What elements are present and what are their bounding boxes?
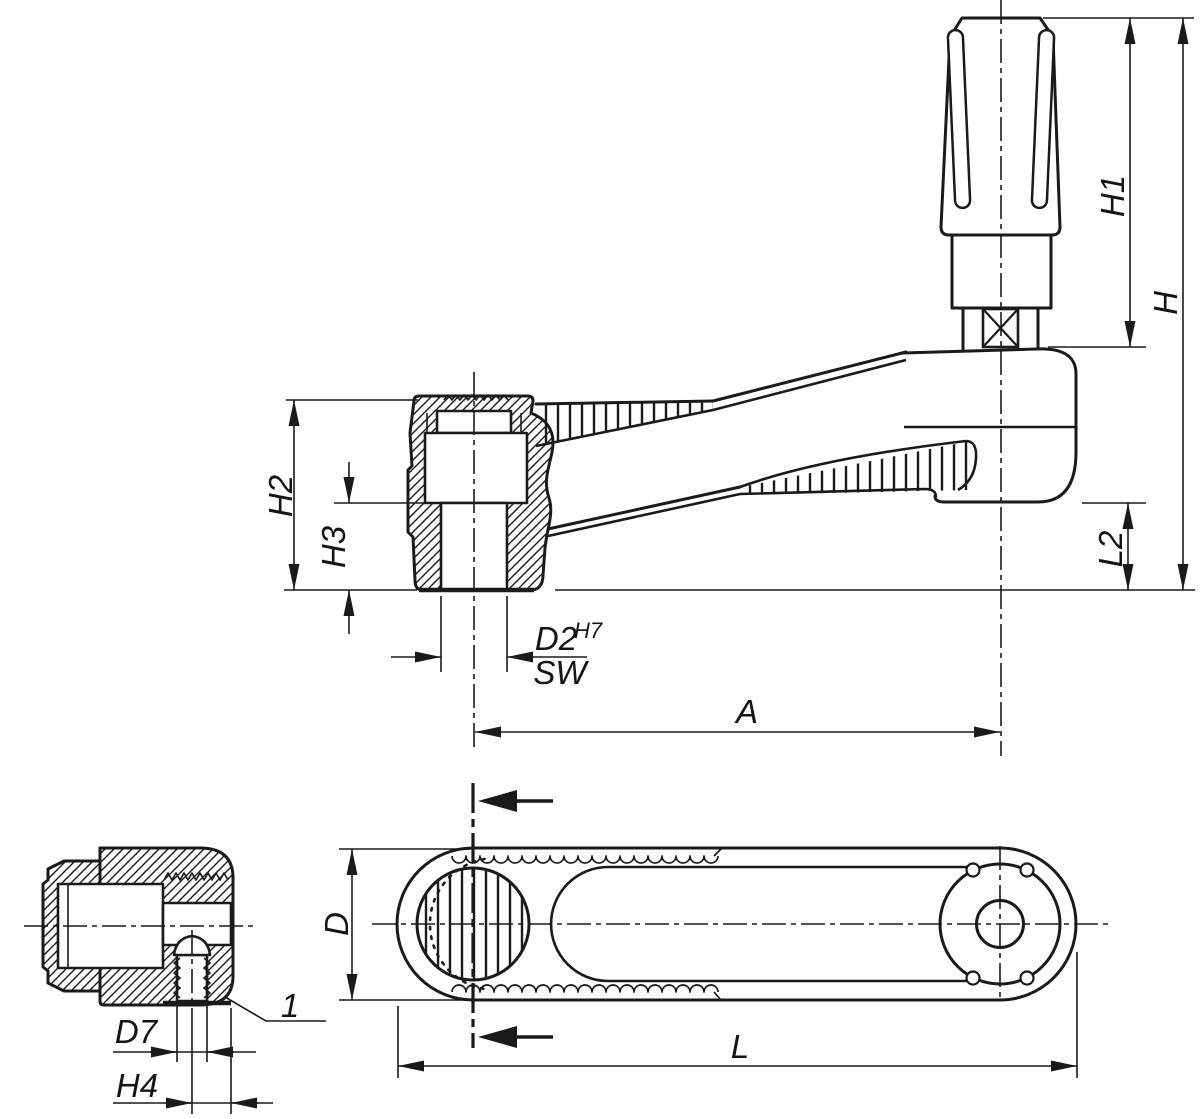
dim-label-d7: D7 [115, 1013, 159, 1050]
dim-label-d: D [318, 912, 355, 936]
dim-label-h: H [1147, 291, 1184, 315]
arm-top-back-edge [534, 399, 715, 406]
dimensions [113, 17, 1195, 1114]
knurl-band-top [451, 855, 719, 864]
grip-flute-left [946, 28, 972, 210]
arm-bottom-front-edge2 [547, 492, 741, 538]
leader-item-1 [224, 996, 326, 1022]
item-ref-label: 1 [281, 987, 299, 1024]
ext-lines-d [339, 848, 470, 1001]
dim-label-d2: D2 [535, 620, 577, 657]
knurl-band-bottom [451, 984, 719, 993]
arm-rib-band-bottom [741, 441, 970, 495]
thread-profile [163, 872, 229, 881]
dim-label-l: L [731, 1028, 749, 1065]
boss-notch [1019, 862, 1035, 878]
centerlines [24, 0, 1108, 1048]
thread-zigzag-right [203, 957, 211, 999]
knurl-band-end-steps [713, 848, 722, 1001]
dim-label-l2: L2 [1092, 531, 1129, 568]
section-arrow-bottom [478, 1026, 517, 1048]
arm-top-front-edge2 [712, 358, 907, 412]
dim-label-h2: H2 [262, 475, 299, 517]
arm-rib-band-top-edge [535, 408, 714, 448]
boss-notch [965, 862, 981, 878]
recess-wall-lines [426, 413, 522, 433]
grip-neck [961, 306, 1040, 351]
grip-flute-right [1030, 28, 1056, 210]
arm-top-front-edge [711, 350, 908, 403]
dim-label-sw: SW [533, 654, 589, 691]
dimension-labels: H1 H H2 H3 L2 D2 H7 SW A D L D7 H4 1 [115, 175, 1184, 1104]
front-view [406, 16, 1078, 593]
arm-rib-band-bottom-top-edge [739, 439, 978, 492]
arm-rib-band-top [536, 401, 713, 446]
dim-label-h3: H3 [315, 525, 352, 568]
arm-bottom-front-edge [546, 485, 742, 531]
boss-notch [965, 970, 981, 986]
dim-label-h4: H4 [116, 1067, 158, 1104]
dim-label-a: A [734, 693, 758, 730]
end-boss [901, 347, 1078, 504]
hub-mid-bore [423, 431, 529, 505]
boss-notch [1019, 970, 1035, 986]
thread-zigzag-left [173, 957, 181, 999]
dim-label-d2-tolerance: H7 [574, 618, 603, 643]
section-arrows [478, 790, 553, 1048]
cap-serration [443, 394, 509, 401]
section-arrow-top [478, 790, 517, 812]
dim-label-h1: H1 [1094, 175, 1131, 217]
